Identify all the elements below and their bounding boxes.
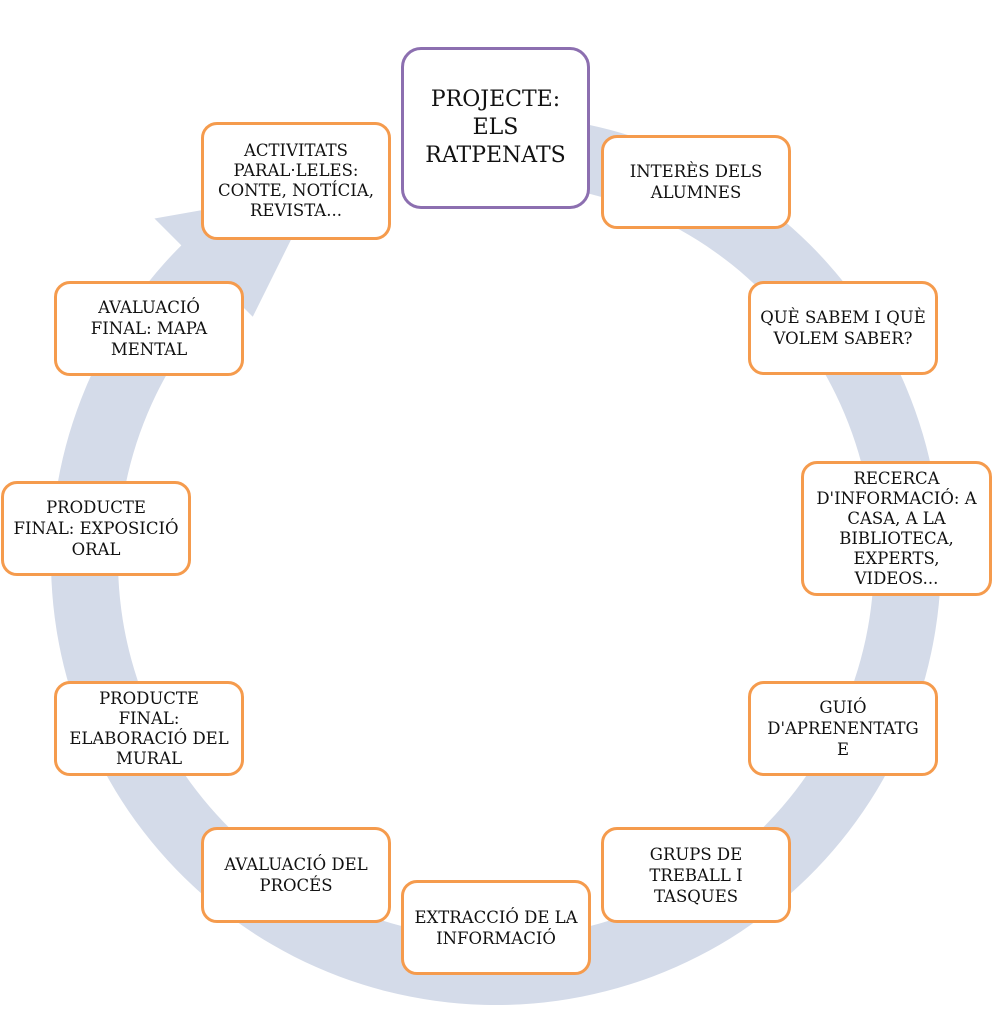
step-grups-box: GRUPS DE TREBALL I TASQUES bbox=[601, 827, 791, 923]
step-grups-label: GRUPS DE TREBALL I TASQUES bbox=[649, 844, 743, 906]
step-mural-label: PRODUCTE FINAL: ELABORACIÓ DEL MURAL bbox=[69, 688, 229, 768]
step-activitats-box: ACTIVITATS PARAL·LELES: CONTE, NOTÍCIA, … bbox=[201, 122, 391, 240]
step-recerca-box: RECERCA D'INFORMACIÓ: A CASA, A LA BIBLI… bbox=[801, 461, 992, 596]
step-guio-label: GUIÓ D'APRENENTATG E bbox=[767, 698, 919, 759]
step-exposicio-label: PRODUCTE FINAL: EXPOSICIÓ ORAL bbox=[13, 498, 179, 559]
step-guio-box: GUIÓ D'APRENENTATG E bbox=[748, 681, 938, 776]
step-exposicio-box: PRODUCTE FINAL: EXPOSICIÓ ORAL bbox=[1, 481, 191, 576]
project-title: PROJECTE: ELS RATPENATS bbox=[425, 87, 566, 168]
step-recerca-label: RECERCA D'INFORMACIÓ: A CASA, A LA BIBLI… bbox=[816, 468, 977, 588]
step-extraccio-box: EXTRACCIÓ DE LA INFORMACIÓ bbox=[401, 880, 591, 975]
project-title-box: PROJECTE: ELS RATPENATS bbox=[401, 47, 590, 209]
step-que-sabem-box: QUÈ SABEM I QUÈ VOLEM SABER? bbox=[748, 281, 938, 375]
step-activitats-label: ACTIVITATS PARAL·LELES: CONTE, NOTÍCIA, … bbox=[218, 141, 374, 220]
step-mapa-label: AVALUACIÓ FINAL: MAPA MENTAL bbox=[90, 298, 208, 359]
step-interes-box: INTERÈS DELS ALUMNES bbox=[601, 135, 791, 229]
step-interes-label: INTERÈS DELS ALUMNES bbox=[629, 162, 763, 202]
step-extraccio-label: EXTRACCIÓ DE LA INFORMACIÓ bbox=[414, 907, 578, 948]
step-mapa-box: AVALUACIÓ FINAL: MAPA MENTAL bbox=[54, 281, 244, 376]
step-que-sabem-label: QUÈ SABEM I QUÈ VOLEM SABER? bbox=[760, 308, 926, 348]
step-avaluacio-proces-box: AVALUACIÓ DEL PROCÉS bbox=[201, 827, 391, 923]
step-mural-box: PRODUCTE FINAL: ELABORACIÓ DEL MURAL bbox=[54, 681, 244, 776]
step-avaluacio-proces-label: AVALUACIÓ DEL PROCÉS bbox=[224, 855, 368, 895]
